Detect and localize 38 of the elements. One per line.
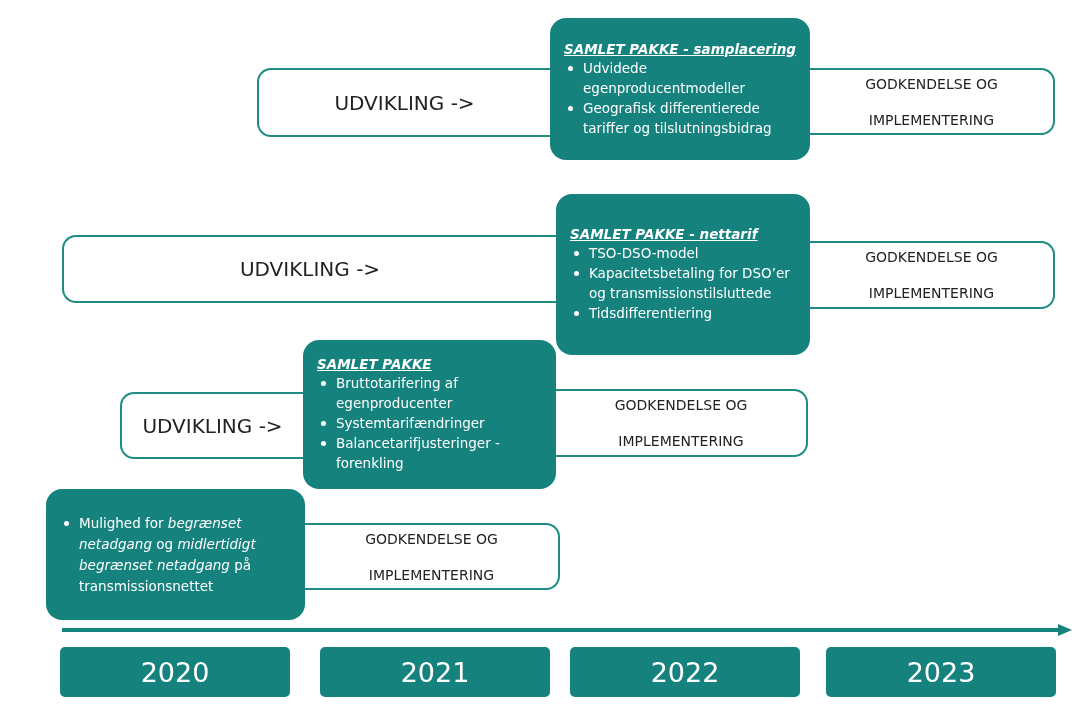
year-box (826, 647, 1056, 697)
year-label: 2020 (140, 656, 210, 688)
year-box (570, 647, 800, 697)
package-heading: SAMLET PAKKE - nettarif (570, 226, 760, 242)
phase-label: GODKENDELSE OG IMPLEMENTERING (364, 529, 499, 585)
package-box (556, 194, 810, 355)
package-heading: SAMLET PAKKE (317, 356, 433, 372)
package-box (46, 489, 305, 620)
bullet-text: Mulighed for begrænset netadgang og midlertidigt begrænset netadgang på transmissionsnettet (79, 513, 257, 596)
bullet-text: Balancetarifjusteringer - forenkling (336, 434, 501, 473)
year-label: 2022 (650, 656, 720, 688)
phase-box (810, 241, 1055, 309)
phase-label: UDVIKLING -> (239, 257, 381, 281)
bullet-text: Kapacitetsbetaling for DSO’er og transmissionstilsluttede (589, 264, 791, 303)
package-box (550, 18, 810, 160)
year-box (320, 647, 550, 697)
phase-box (305, 523, 560, 590)
phase-label: GODKENDELSE OG IMPLEMENTERING (613, 396, 749, 451)
phase-label: UDVIKLING -> (142, 413, 283, 438)
phase-box (556, 389, 808, 457)
phase-box (62, 235, 556, 303)
bullet-text: Bruttotarifering af egenproducenter (336, 374, 460, 413)
phase-box (810, 68, 1055, 135)
bullet-text: Tidsdifferentiering (589, 304, 712, 323)
bullet-text: Udvidede egenproducentmodeller (583, 58, 747, 98)
phase-label: UDVIKLING -> (334, 90, 475, 115)
bullet-text: Systemtarifændringer (336, 414, 485, 433)
package-box (303, 340, 556, 489)
year-label: 2021 (400, 656, 470, 688)
phase-box (120, 392, 303, 459)
package-heading: SAMLET PAKKE - samplacering (564, 40, 796, 57)
year-label: 2023 (906, 656, 976, 688)
phase-label: GODKENDELSE OG IMPLEMENTERING (864, 74, 999, 130)
phase-label: GODKENDELSE OG IMPLEMENTERING (864, 248, 999, 303)
year-box (60, 647, 290, 697)
phase-box (257, 68, 550, 137)
bullet-text: TSO-DSO-model (589, 244, 699, 263)
bullet-text: Geografisk differentierede tariffer og tilslutningsbidrag (583, 98, 773, 138)
